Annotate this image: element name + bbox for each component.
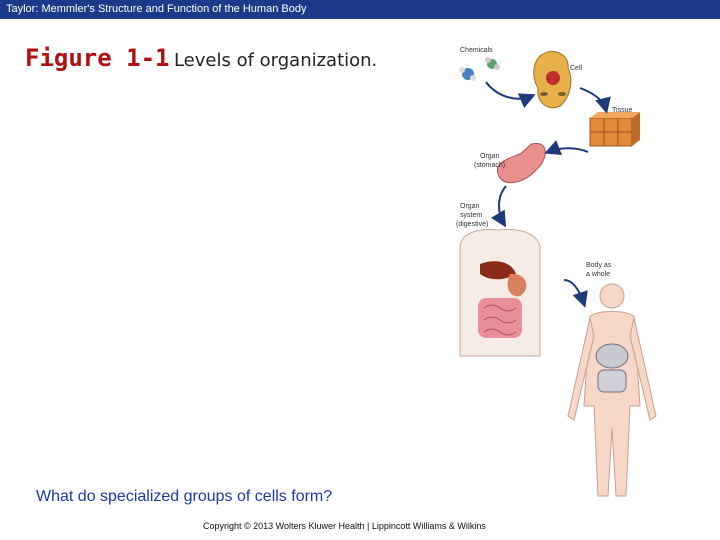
label-chemicals: Chemicals xyxy=(460,47,493,54)
arrow-system-to-body xyxy=(563,279,588,308)
label-body-2: a whole xyxy=(586,271,610,278)
human-body-illustration xyxy=(567,283,657,497)
cell-illustration xyxy=(533,51,572,109)
label-tissue: Tissue xyxy=(612,107,632,114)
arrow-organ-to-system xyxy=(490,185,507,228)
arrow-tissue-to-organ xyxy=(544,140,589,155)
figure-caption: Levels of organization. xyxy=(173,50,378,71)
label-system-3: (digestive) xyxy=(456,221,488,228)
arrow-chemicals-to-cell xyxy=(485,81,536,109)
label-system-1: Organ xyxy=(460,203,480,210)
figure-number: Figure 1-1 xyxy=(25,44,170,72)
levels-diagram: Chemicals Cell Tissue Organ (stomach) Or… xyxy=(456,47,657,497)
tissue-illustration xyxy=(589,112,640,147)
header-title: Taylor: Memmler's Structure and Function… xyxy=(0,0,720,19)
copyright-notice: Copyright © 2013 Wolters Kluwer Health |… xyxy=(203,521,486,531)
stomach-illustration xyxy=(496,143,546,184)
label-system-2: system xyxy=(460,212,482,219)
chemicals-illustration xyxy=(459,57,500,81)
label-organ-2: (stomach) xyxy=(474,162,505,169)
arrow-cell-to-tissue xyxy=(579,87,611,114)
question-text: What do specialized groups of cells form… xyxy=(36,488,333,505)
label-body-1: Body as xyxy=(586,262,612,269)
digestive-system-illustration xyxy=(459,229,541,357)
figure-title: Figure 1-1 Levels of organization. xyxy=(25,44,377,72)
label-cell: Cell xyxy=(570,65,583,72)
label-organ-1: Organ xyxy=(480,153,500,160)
